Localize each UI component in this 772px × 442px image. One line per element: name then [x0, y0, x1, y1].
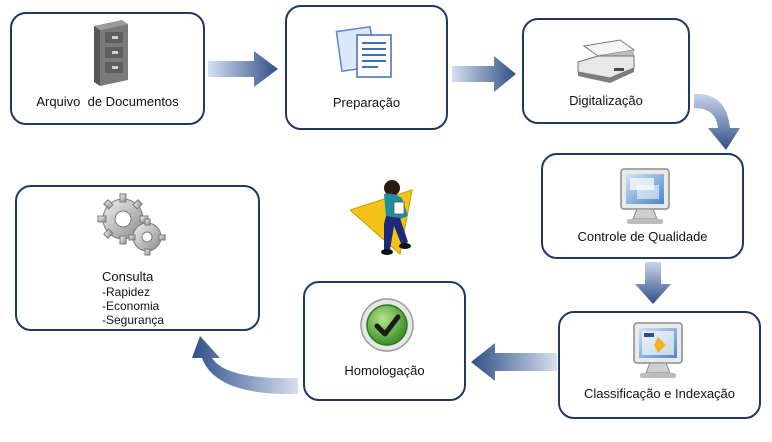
person-icon: [350, 180, 413, 255]
arrow-classificacao-to-homologacao: [471, 343, 557, 381]
gears-icon: [97, 193, 166, 256]
monitor-icon: [620, 168, 670, 224]
consulta-text: Consulta -Rapidez -Economia -Segurança: [102, 269, 164, 327]
consulta-title: Consulta: [102, 269, 154, 284]
step-box-consulta: Consulta -Rapidez -Economia -Segurança: [15, 185, 260, 331]
consulta-item: -Segurança: [102, 313, 165, 327]
step-label-digitalizacao: Digitalização: [569, 93, 643, 108]
arrow-homologacao-to-consulta: [192, 336, 298, 395]
step-box-arquivo: Arquivo de Documentos: [10, 12, 205, 125]
step-label-classificacao: Classificação e Indexação: [583, 386, 736, 401]
arrow-arquivo-to-preparacao: [208, 51, 278, 87]
documents-icon: [335, 25, 392, 78]
arrow-preparacao-to-digitalizacao: [452, 56, 516, 92]
step-box-preparacao: Preparação: [285, 5, 448, 130]
step-box-digitalizacao: Digitalização: [522, 18, 690, 124]
monitor-index-icon: [633, 322, 683, 378]
step-box-controle: Controle de Qualidade: [541, 153, 744, 259]
step-label-arquivo: Arquivo de Documentos: [36, 94, 179, 109]
consulta-item: -Rapidez: [102, 285, 151, 299]
check-icon: [360, 298, 414, 352]
step-label-preparacao: Preparação: [332, 95, 401, 110]
consulta-item: -Economia: [102, 299, 160, 313]
file-cabinet-icon: [94, 20, 128, 86]
step-label-controle: Controle de Qualidade: [577, 229, 708, 244]
scanner-icon: [577, 39, 636, 83]
step-box-classificacao: Classificação e Indexação: [558, 311, 761, 419]
arrow-controle-to-classificacao: [635, 262, 671, 304]
arrow-digitalizacao-to-controle: [694, 93, 740, 150]
step-label-homologacao: Homologação: [344, 363, 425, 378]
step-box-homologacao: Homologação: [303, 281, 466, 401]
